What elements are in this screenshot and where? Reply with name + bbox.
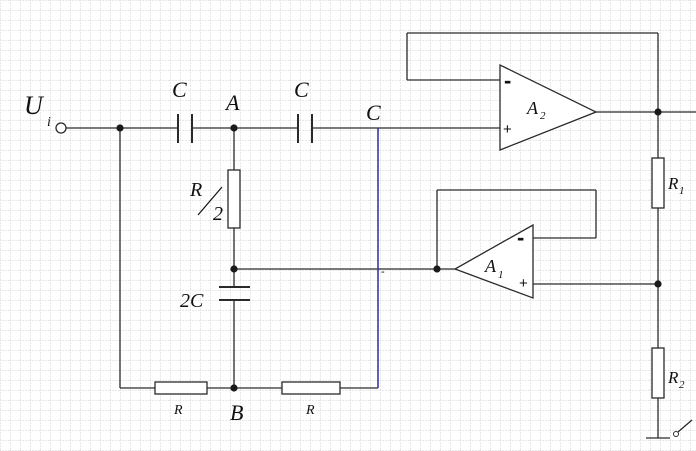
opamp-a2 (499, 63, 598, 151)
capacitor-c2-label: C (294, 77, 309, 102)
resistor-r1-subscript: 1 (679, 185, 685, 197)
resistor-bottom-left-label: R (173, 403, 183, 418)
resistor-r2 (651, 347, 665, 399)
resistor-bottom-right-label: R (305, 403, 315, 418)
opamp-a1 (453, 223, 534, 299)
input-label: U (24, 91, 45, 120)
resistor-r1-name: R (667, 174, 679, 193)
resistor-bottom-right (281, 381, 341, 395)
switch-symbol (673, 419, 693, 437)
resistor-r2-name: R (667, 368, 679, 387)
resistor-bottom-left (154, 381, 208, 395)
opamp-a1-minus: - (517, 225, 524, 250)
resistor-r-half-denominator: 2 (213, 203, 223, 225)
opamp-a2-minus: - (504, 68, 511, 93)
opamp-a2-name: A (526, 98, 539, 118)
opamp-a2-plus: + (503, 121, 512, 138)
wires (66, 32, 696, 439)
junction-dots (116, 108, 662, 392)
resistor-r-half-slash (197, 186, 223, 216)
capacitor-c1 (177, 114, 193, 143)
resistor-r-half-numerator: R (189, 179, 202, 201)
resistor-r-half (227, 169, 241, 229)
junction-node-b (230, 384, 238, 392)
input-terminal (55, 122, 67, 134)
capacitor-c2 (297, 114, 313, 143)
capacitor-2c-label: 2C (180, 290, 204, 312)
node-label-b: B (230, 400, 243, 425)
opamp-a1-subscript: 1 (498, 269, 504, 281)
junction-node-a (230, 124, 238, 132)
capacitor-c1-label: C (172, 77, 187, 102)
junction-divider (654, 280, 662, 288)
node-label-a: A (224, 90, 240, 115)
junction-a1-output (433, 265, 441, 273)
opamp-a1-name: A (484, 256, 497, 276)
resistor-r2-subscript: 2 (679, 379, 685, 391)
resistor-r1 (651, 157, 665, 209)
junction-middle (230, 265, 238, 273)
opamp-a2-subscript: 2 (540, 110, 546, 122)
junction-a2-output (654, 108, 662, 116)
junction-left (116, 124, 124, 132)
stray-dash-mark: - (381, 266, 385, 278)
opamp-a1-plus: + (519, 275, 528, 292)
input-subscript: i (47, 115, 51, 130)
capacitor-2c (219, 286, 250, 301)
node-label-c: C (366, 100, 381, 125)
